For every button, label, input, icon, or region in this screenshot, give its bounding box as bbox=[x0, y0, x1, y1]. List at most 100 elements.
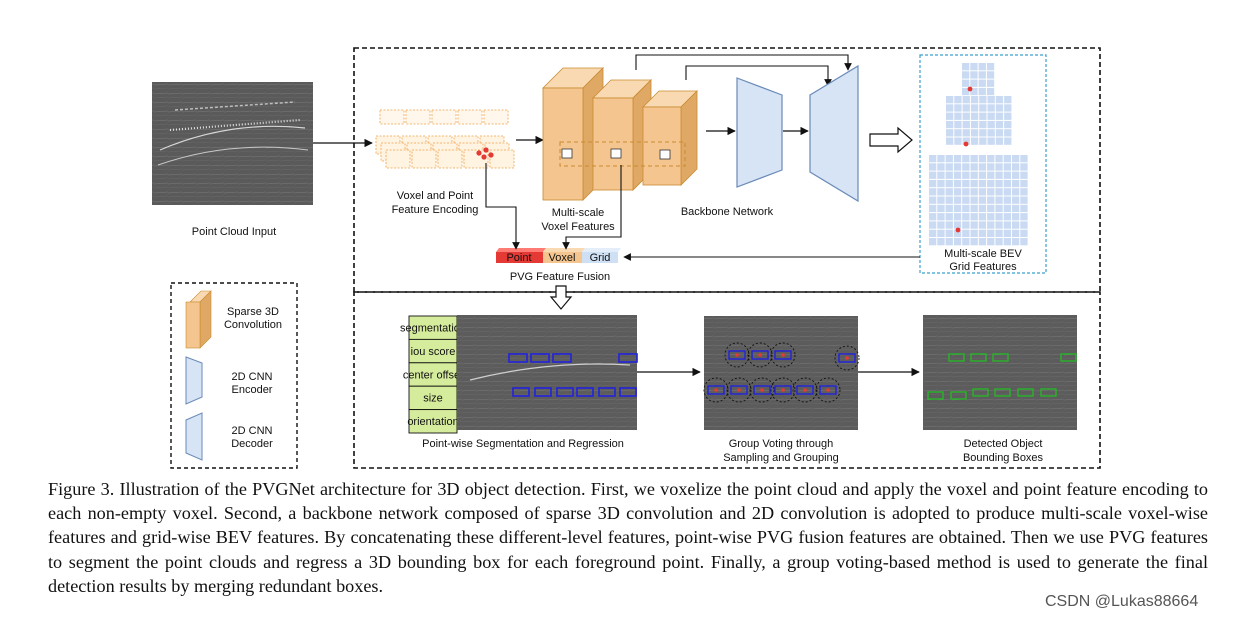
bev-cell bbox=[1020, 188, 1028, 196]
bev-cell bbox=[970, 104, 979, 112]
bev-cell bbox=[946, 112, 954, 120]
figure-caption: Figure 3. Illustration of the PVGNet arc… bbox=[48, 479, 1208, 596]
vote-center bbox=[714, 388, 718, 392]
bev-cell bbox=[937, 179, 945, 188]
bev-cell bbox=[987, 213, 995, 221]
voxel-cube bbox=[463, 149, 489, 169]
bev-cell bbox=[978, 71, 986, 79]
bev-cell bbox=[1004, 120, 1012, 129]
bev-cell bbox=[962, 71, 970, 79]
bev-cell bbox=[962, 120, 970, 129]
vote-group-circle bbox=[834, 345, 860, 371]
bev-cell bbox=[970, 71, 978, 79]
bev-cell bbox=[929, 204, 937, 213]
bev-cell bbox=[945, 238, 953, 246]
point-cloud-input-image bbox=[152, 82, 313, 205]
legend-sparse-conv-line1: Sparse 3D bbox=[227, 306, 279, 318]
pred-box bbox=[512, 387, 530, 397]
bev-cell bbox=[1003, 196, 1011, 204]
bev-cell bbox=[995, 104, 1004, 112]
segmentation-image bbox=[457, 315, 637, 430]
vote-box bbox=[819, 385, 837, 395]
final-box bbox=[1040, 388, 1057, 397]
bev-cell bbox=[1012, 188, 1020, 196]
bev-cell bbox=[946, 96, 954, 104]
bev-cell bbox=[1012, 155, 1020, 163]
bev-cell bbox=[962, 179, 970, 188]
bev-cell bbox=[1020, 171, 1028, 179]
voxel-cube-top bbox=[431, 109, 457, 125]
detected-stage-label-line2: Bounding Boxes bbox=[963, 452, 1044, 464]
fusion-voxel-text: Voxel bbox=[549, 252, 576, 264]
vote-center bbox=[781, 388, 785, 392]
bev-cell bbox=[986, 71, 995, 79]
bev-cell bbox=[1004, 96, 1012, 104]
bev-cell bbox=[929, 155, 937, 163]
bev-cell bbox=[1012, 163, 1020, 171]
bev-cell bbox=[954, 96, 962, 104]
final-box bbox=[994, 388, 1011, 397]
bev-label-line1: Multi-scale BEV bbox=[944, 248, 1022, 260]
bev-cell bbox=[1012, 171, 1020, 179]
bev-cell bbox=[1003, 213, 1011, 221]
bev-cell bbox=[970, 129, 979, 137]
point-cloud-input-label: Point Cloud Input bbox=[192, 226, 276, 238]
bev-cell bbox=[953, 196, 962, 204]
bev-cell bbox=[986, 63, 995, 71]
bev-cell bbox=[970, 188, 978, 196]
bev-cell bbox=[970, 120, 979, 129]
bev-cell bbox=[995, 188, 1003, 196]
bev-cell bbox=[1012, 179, 1020, 188]
bev-cell bbox=[978, 221, 987, 229]
point-to-fusion-arrow bbox=[485, 163, 520, 250]
vote-group-circle bbox=[749, 377, 775, 403]
voting-stage-label-line2: Sampling and Grouping bbox=[723, 452, 839, 464]
vote-center bbox=[781, 353, 785, 357]
cnn-decoder-shape bbox=[809, 64, 859, 203]
bev-cell bbox=[987, 104, 995, 112]
bev-cell bbox=[970, 179, 978, 188]
final-box bbox=[970, 353, 987, 362]
detected-image bbox=[923, 315, 1077, 430]
vote-center bbox=[845, 356, 849, 360]
legend-decoder-icon bbox=[185, 412, 203, 461]
bev-cell bbox=[978, 87, 986, 96]
bev-cell bbox=[978, 196, 987, 204]
bev-cell bbox=[946, 129, 954, 137]
legend-encoder-icon bbox=[185, 356, 203, 405]
bev-cell bbox=[979, 96, 987, 104]
head-label: size bbox=[423, 393, 443, 405]
bev-cell bbox=[1012, 221, 1020, 229]
sparse-conv-stack bbox=[542, 67, 698, 201]
bev-cell bbox=[987, 155, 995, 163]
bev-cell bbox=[995, 120, 1004, 129]
bev-cell bbox=[970, 229, 978, 237]
bev-cell bbox=[953, 229, 962, 237]
multiscale-voxel-label-line1: Multi-scale bbox=[552, 207, 605, 219]
bev-cell bbox=[953, 179, 962, 188]
vote-box bbox=[796, 385, 814, 395]
voxel-grid-block bbox=[375, 109, 515, 169]
bev-cell bbox=[962, 238, 970, 246]
bev-cell bbox=[995, 229, 1003, 237]
conv-block-front bbox=[642, 106, 682, 186]
bev-cell bbox=[1003, 163, 1011, 171]
bev-cell bbox=[970, 79, 978, 87]
pvg-fusion-label: PVG Feature Fusion bbox=[510, 271, 610, 283]
bev-cell bbox=[995, 171, 1003, 179]
bev-cell bbox=[962, 129, 970, 137]
legend-encoder-line1: 2D CNN bbox=[232, 371, 273, 383]
bev-point-small bbox=[967, 86, 973, 92]
bev-cell bbox=[979, 104, 987, 112]
bev-cell bbox=[953, 171, 962, 179]
bev-cell bbox=[1012, 204, 1020, 213]
segmentation-pred-boxes bbox=[508, 353, 638, 397]
bev-cell bbox=[970, 137, 979, 145]
bev-cell bbox=[953, 221, 962, 229]
pred-box bbox=[530, 353, 550, 363]
bev-cell bbox=[978, 188, 987, 196]
voxel-sample-cube bbox=[659, 149, 671, 160]
vote-box bbox=[730, 385, 748, 395]
bev-cell bbox=[995, 179, 1003, 188]
vote-center bbox=[737, 388, 741, 392]
